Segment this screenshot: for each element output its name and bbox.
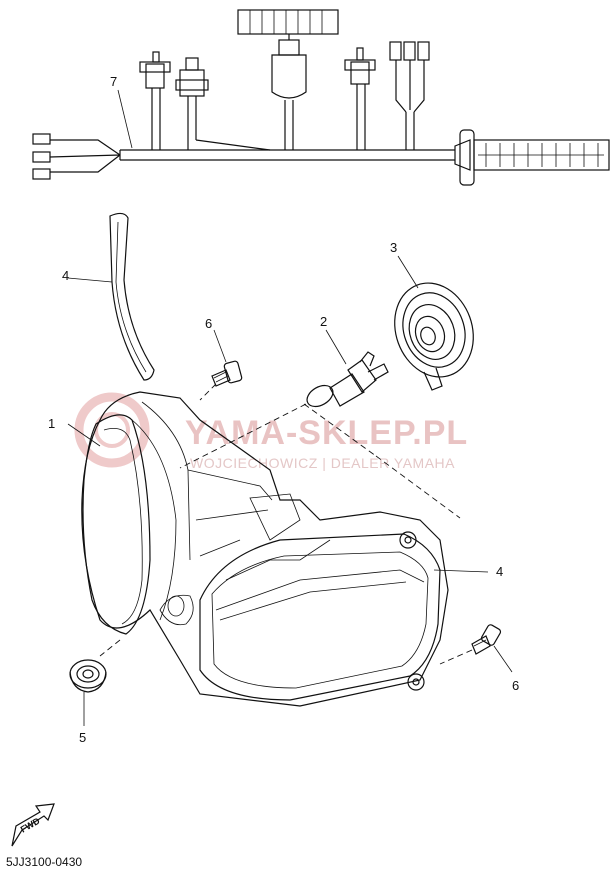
watermark: YAMA-SKLEP.PL WOJCIECHOWICZ | DEALER YAM…	[74, 392, 468, 471]
watermark-text: YAMA-SKLEP.PL	[185, 414, 468, 452]
leader-4-lower	[433, 569, 489, 573]
callout-7: 7	[110, 74, 117, 89]
headlight-unit	[67, 391, 461, 707]
callout-5: 5	[79, 730, 86, 745]
callout-3: 3	[390, 240, 397, 255]
grommet	[69, 659, 107, 726]
callout-6-lower: 6	[512, 678, 519, 693]
bulb	[179, 329, 389, 469]
screw-lower	[439, 624, 513, 673]
callout-2: 2	[320, 314, 327, 329]
part-code: 5JJ3100-0430	[6, 855, 82, 869]
bulb-cover	[394, 255, 474, 391]
watermark-subtext: WOJCIECHOWICZ | DEALER YAMAHA	[190, 455, 455, 471]
callout-6-upper: 6	[205, 316, 212, 331]
fwd-label: FWD	[19, 815, 42, 834]
fwd-arrow-icon: FWD	[11, 803, 55, 847]
callout-4-upper: 4	[62, 268, 69, 283]
screw-upper	[199, 329, 243, 401]
seal-strip	[67, 212, 155, 381]
callout-4-lower: 4	[496, 564, 503, 579]
watermark-logo-icon	[74, 392, 150, 468]
wiring-harness	[32, 9, 610, 186]
callout-1: 1	[48, 416, 55, 431]
